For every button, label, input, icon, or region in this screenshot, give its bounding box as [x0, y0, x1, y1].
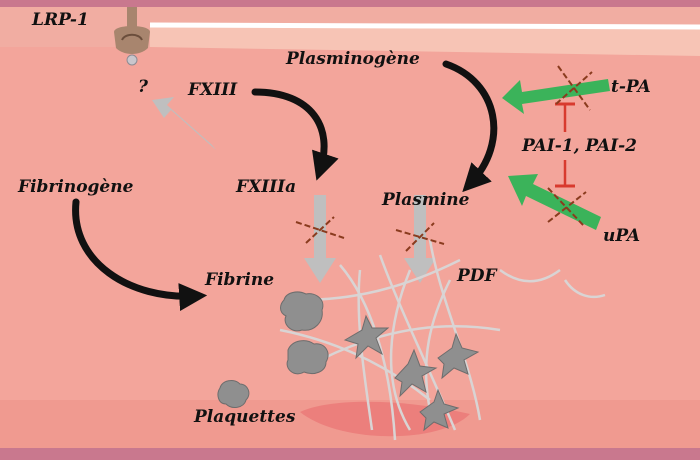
activator-arrows [502, 79, 610, 230]
blocked-mark [295, 216, 345, 244]
label-fxiii: FXIII [187, 80, 238, 100]
flow-arrows [152, 97, 436, 283]
label-lrp1: LRP-1 [31, 10, 89, 30]
platelet-activated [343, 314, 390, 360]
label-question: ? [138, 77, 149, 97]
label-plaquettes: Plaquettes [193, 407, 296, 427]
label-pdf: PDF [456, 266, 499, 286]
blocked-mark [555, 65, 593, 111]
label-tpa: t-PA [611, 77, 651, 97]
label-fxiiia: FXIIIa [235, 177, 296, 197]
arrow-fibrinogene-to-fibrine [72, 198, 208, 311]
arrow-upa-activation [508, 174, 601, 230]
platelet [280, 291, 324, 332]
receptor-icon [114, 7, 150, 66]
label-fibrinogene: Fibrinogène [17, 177, 134, 197]
labels: LRP-1 ? FXIII FXIIIa Plasminogène Plasmi… [17, 10, 651, 427]
blocked-mark [395, 222, 445, 252]
blocked-mark [547, 187, 587, 227]
vessel-wall-bottom [0, 448, 700, 460]
arrow-fxiiia-to-receptor [152, 97, 216, 150]
label-fibrine: Fibrine [204, 270, 274, 290]
platelet-activated [419, 388, 460, 432]
arrow-tpa-activation [502, 79, 610, 114]
platelet [217, 380, 250, 408]
label-plasminogene: Plasminogène [285, 49, 420, 69]
label-upa: uPA [603, 226, 640, 246]
platelet-activated [394, 348, 438, 398]
endothelium-highlight [150, 26, 700, 56]
arrow-plasmine-down [404, 195, 436, 283]
arrow-plasminogene-to-plasmine [442, 60, 498, 193]
endothelium-line [149, 22, 700, 30]
platelet [286, 340, 329, 375]
conversion-arrows [72, 60, 498, 311]
platelets [217, 291, 480, 432]
blocked-marks [295, 65, 593, 252]
label-pai: PAI-1, PAI-2 [521, 136, 637, 156]
label-plasmine: Plasmine [381, 190, 470, 210]
arrow-fxiiia-down [304, 195, 336, 283]
arrow-fxiii-to-fxiiia [251, 88, 339, 181]
vessel-wall-top [0, 0, 700, 7]
platelet-activated [437, 332, 480, 380]
